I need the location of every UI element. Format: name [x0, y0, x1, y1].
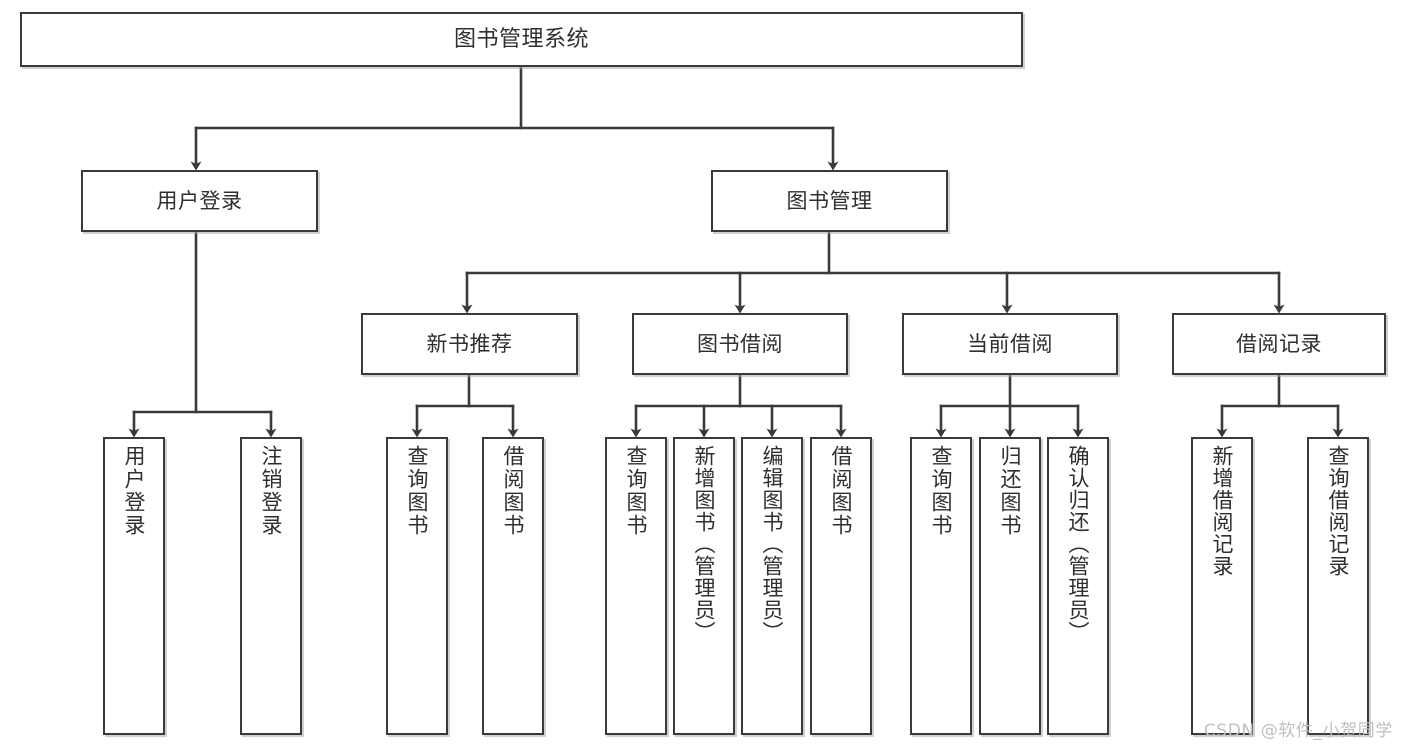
leaf-new-book-borrow[interactable]: 借阅图书 — [482, 437, 544, 735]
leaf-borrow-record-query-label: 查询借阅记录 — [1326, 445, 1351, 577]
leaf-current-borrow-return-label: 归还图书 — [998, 445, 1023, 537]
leaf-new-book-query-label: 查询图书 — [405, 445, 430, 537]
leaf-current-borrow-return[interactable]: 归还图书 — [979, 437, 1041, 735]
leaf-user-login-logout-label: 注销登录 — [259, 445, 284, 537]
node-borrow-record[interactable]: 借阅记录 — [1172, 313, 1386, 375]
node-book-management[interactable]: 图书管理 — [711, 170, 948, 232]
leaf-user-login-logout[interactable]: 注销登录 — [240, 437, 302, 735]
leaf-borrow-record-query[interactable]: 查询借阅记录 — [1307, 437, 1369, 735]
leaf-current-borrow-query-label: 查询图书 — [929, 445, 954, 537]
leaf-borrow-record-add-label: 新增借阅记录 — [1210, 445, 1235, 577]
node-current-borrow-label: 当前借阅 — [967, 331, 1053, 356]
node-current-borrow[interactable]: 当前借阅 — [902, 313, 1118, 375]
node-user-login-label: 用户登录 — [156, 188, 243, 213]
leaf-user-login-login[interactable]: 用户登录 — [103, 437, 165, 735]
leaf-book-borrow-add-admin[interactable]: 新增图书（管理员） — [673, 437, 735, 735]
leaf-book-borrow-borrow[interactable]: 借阅图书 — [810, 437, 872, 735]
leaf-current-borrow-confirm-admin[interactable]: 确认归还（管理员） — [1047, 437, 1109, 735]
leaf-borrow-record-add[interactable]: 新增借阅记录 — [1191, 437, 1253, 735]
node-book-management-label: 图书管理 — [786, 188, 873, 213]
node-root-label: 图书管理系统 — [453, 26, 589, 52]
node-user-login[interactable]: 用户登录 — [81, 170, 318, 232]
node-new-book-recommend[interactable]: 新书推荐 — [361, 313, 578, 375]
leaf-book-borrow-edit-admin-label: 编辑图书（管理员） — [760, 445, 785, 643]
leaf-new-book-query[interactable]: 查询图书 — [386, 437, 448, 735]
leaf-current-borrow-query[interactable]: 查询图书 — [910, 437, 972, 735]
node-book-borrow-label: 图书借阅 — [697, 331, 783, 356]
csdn-watermark: CSDN @软件_小贺同学 — [1203, 721, 1393, 741]
node-root-library-system[interactable]: 图书管理系统 — [20, 12, 1023, 67]
node-borrow-record-label: 借阅记录 — [1236, 331, 1322, 356]
leaf-book-borrow-edit-admin[interactable]: 编辑图书（管理员） — [741, 437, 803, 735]
leaf-book-borrow-add-admin-label: 新增图书（管理员） — [692, 445, 717, 643]
node-book-borrow[interactable]: 图书借阅 — [632, 313, 848, 375]
leaf-user-login-login-label: 用户登录 — [122, 445, 147, 537]
leaf-new-book-borrow-label: 借阅图书 — [501, 445, 526, 537]
leaf-book-borrow-query-label: 查询图书 — [624, 445, 649, 537]
leaf-book-borrow-borrow-label: 借阅图书 — [829, 445, 854, 537]
leaf-book-borrow-query[interactable]: 查询图书 — [605, 437, 667, 735]
leaf-current-borrow-confirm-admin-label: 确认归还（管理员） — [1066, 445, 1091, 643]
node-new-book-recommend-label: 新书推荐 — [426, 331, 513, 356]
